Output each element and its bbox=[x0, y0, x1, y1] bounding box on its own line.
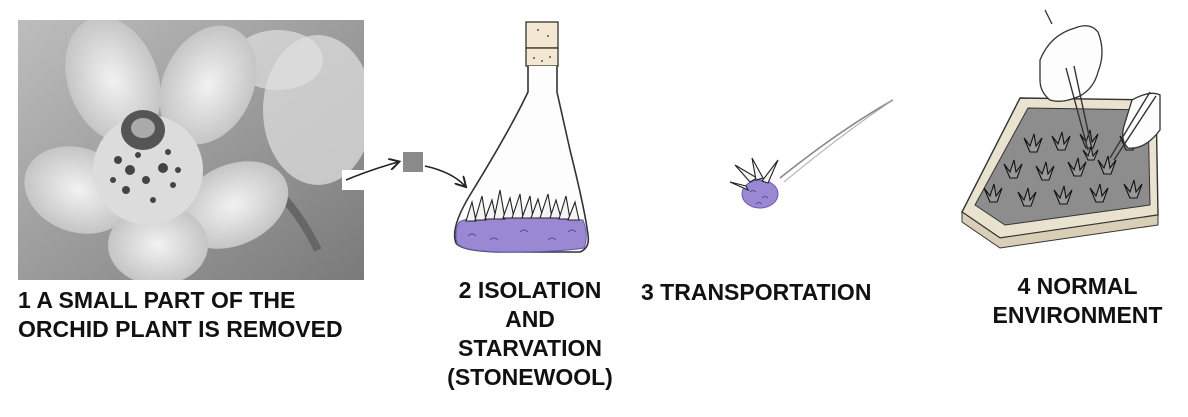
orchid-flower-photo bbox=[18, 20, 364, 280]
seedling-tray-icon bbox=[961, 9, 1161, 249]
step-2-line-3: STARVATION bbox=[458, 335, 602, 361]
arrow-to-flask bbox=[424, 165, 465, 186]
step-4-label: 4 NORMAL ENVIRONMENT bbox=[975, 272, 1180, 330]
step-3-label: 3 TRANSPORTATION bbox=[641, 278, 871, 307]
arrow-to-sample bbox=[345, 162, 398, 181]
step-4-line-1: 4 NORMAL bbox=[1017, 273, 1138, 299]
tissue-sample-icon bbox=[403, 152, 423, 172]
step-1-line-1: 1 A SMALL PART OF THE bbox=[18, 287, 296, 313]
plantlet-spoon-icon bbox=[729, 99, 894, 209]
step-2-line-1: 2 ISOLATION bbox=[458, 277, 602, 303]
culture-flask-icon bbox=[453, 21, 590, 253]
step-2-line-4: (STONEWOOL) bbox=[447, 364, 613, 390]
step-1-label: 1 A SMALL PART OF THE ORCHID PLANT IS RE… bbox=[18, 286, 343, 344]
plantlets-in-flask bbox=[465, 189, 580, 222]
stonewool-layer bbox=[455, 216, 587, 253]
step-2-line-2: AND bbox=[505, 306, 555, 332]
step-3-line-1: 3 TRANSPORTATION bbox=[641, 279, 872, 305]
step-2-label: 2 ISOLATION AND STARVATION (STONEWOOL) bbox=[425, 276, 635, 392]
step-1-line-2: ORCHID PLANT IS REMOVED bbox=[18, 316, 343, 342]
step-4-line-2: ENVIRONMENT bbox=[992, 302, 1163, 328]
